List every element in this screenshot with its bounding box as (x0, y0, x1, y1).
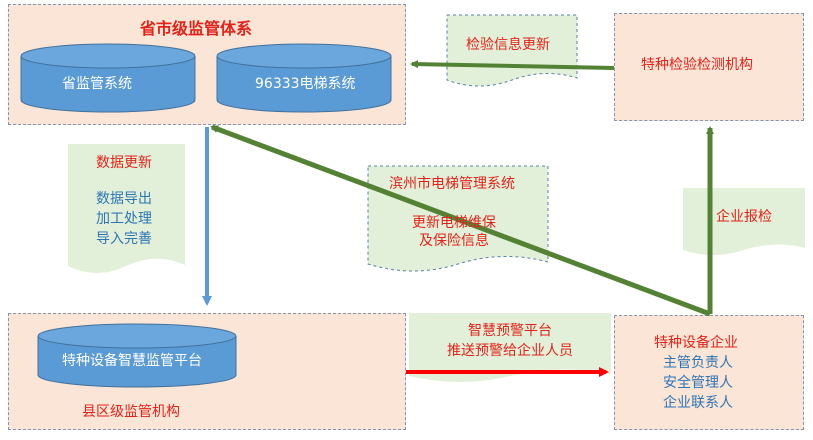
enterprise-contact-3: 企业联系人 (663, 395, 733, 411)
provincial-db-cylinder (20, 43, 196, 113)
binzhou-doc-title: 滨州市电梯管理系统 (389, 176, 515, 192)
data-update-title: 数据更新 (96, 155, 152, 171)
data-import-line: 导入完善 (96, 231, 152, 247)
enterprise-report-label: 企业报检 (716, 209, 772, 225)
provincial-db-label: 省监管系统 (62, 76, 132, 92)
inspection-org-box (614, 13, 804, 121)
warning-doc-line-1: 智慧预警平台 (468, 323, 552, 339)
smart-platform-db-label: 特种设备智慧监管平台 (62, 353, 202, 369)
enterprise-contact-1: 主管负责人 (663, 355, 733, 371)
data-process-line: 加工处理 (96, 211, 152, 227)
elevator-db-label: 96333电梯系统 (255, 76, 356, 92)
elevator-96333-db-cylinder (216, 43, 392, 113)
warning-doc-shape (409, 313, 611, 382)
county-org-label: 县区级监管机构 (82, 404, 180, 420)
data-update-doc-shape (68, 144, 185, 273)
enterprise-title: 特种设备企业 (654, 335, 738, 351)
smart-platform-db-cylinder (37, 323, 237, 388)
arrow-enterprise-to-provincial (210, 124, 711, 317)
inspection-update-label: 检验信息更新 (466, 37, 550, 53)
warning-doc-line-2: 推送预警给企业人员 (447, 343, 573, 359)
binzhou-doc-line-1: 更新电梯维保 (412, 215, 496, 231)
enterprise-contact-2: 安全管理人 (663, 375, 733, 391)
inspection-org-label: 特种检验检测机构 (641, 57, 753, 73)
provincial-title: 省市级监管体系 (140, 19, 253, 38)
binzhou-doc-line-2: 及保险信息 (419, 233, 489, 249)
data-export-line: 数据导出 (96, 191, 152, 207)
arrow-inspection-to-provincial (410, 60, 615, 70)
enterprise-box (614, 315, 804, 430)
enterprise-report-doc-shape (683, 188, 805, 255)
